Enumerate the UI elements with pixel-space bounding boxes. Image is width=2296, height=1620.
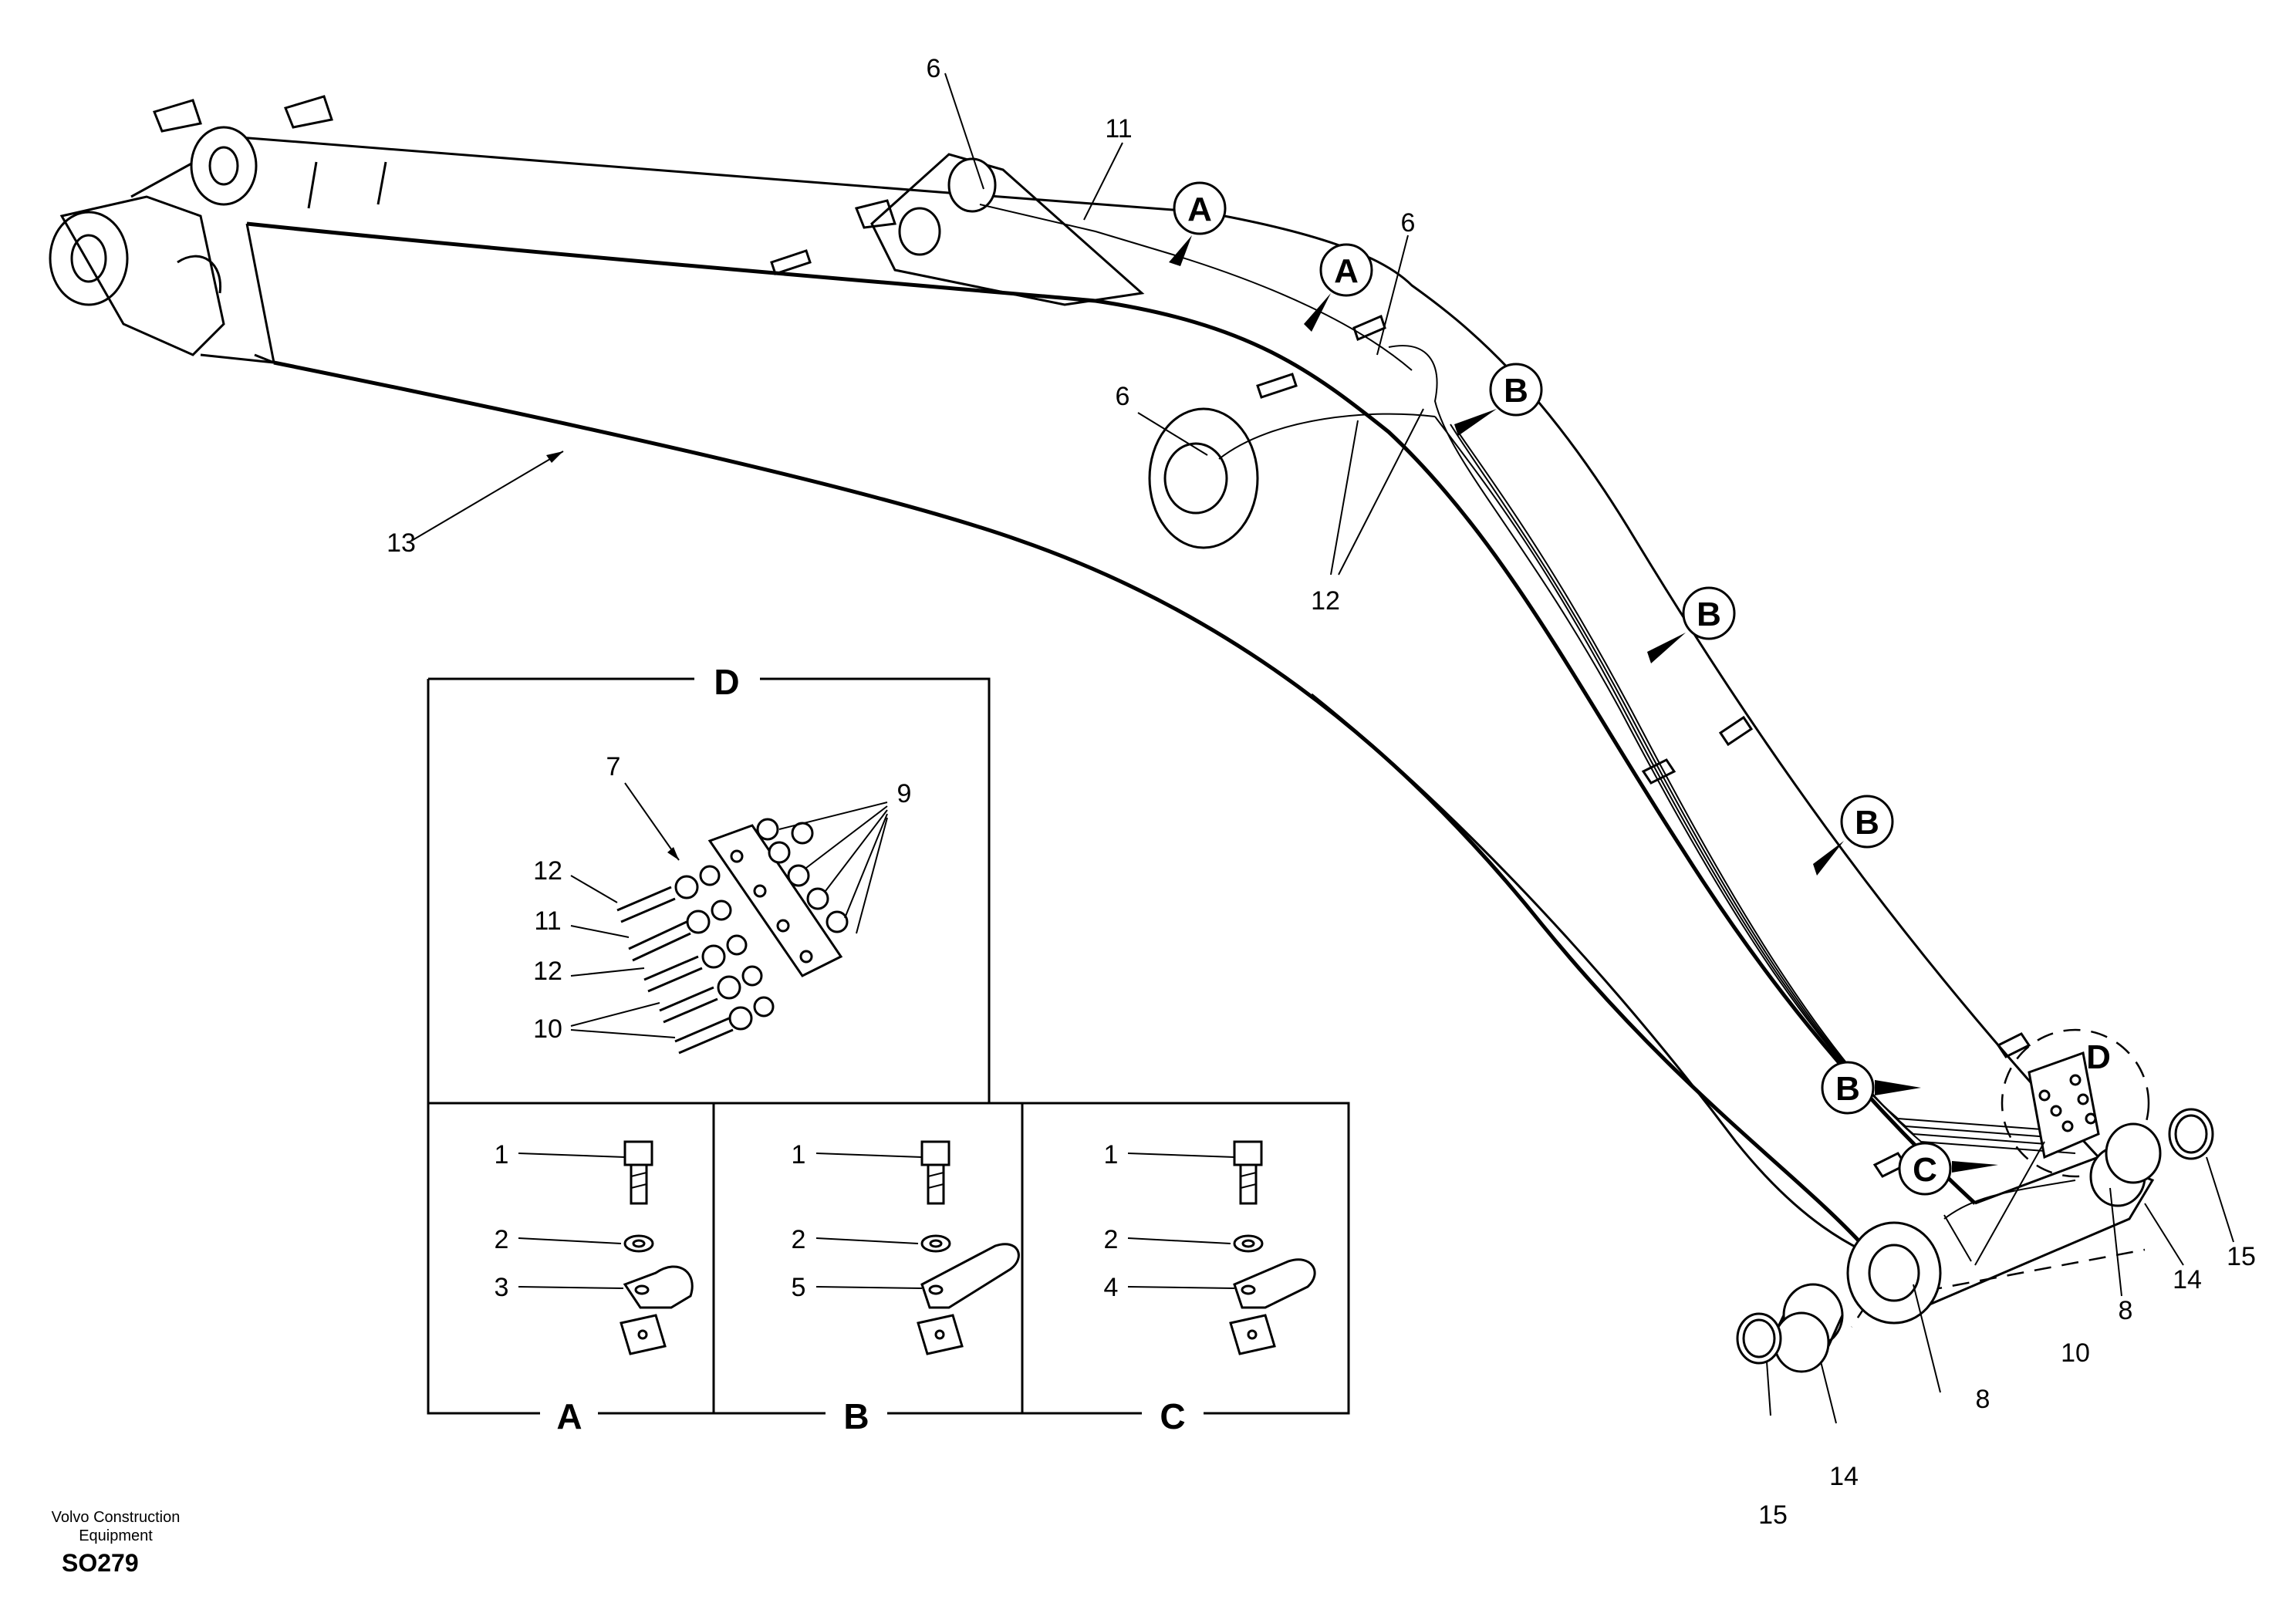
section-marker-b: B — [1647, 586, 1736, 663]
boom-foot-pins — [49, 95, 333, 356]
boom-tabs — [770, 249, 2031, 1178]
callout-13: 13 — [387, 528, 416, 558]
callout-10: 10 — [533, 1014, 562, 1044]
bushing-right — [2089, 1122, 2162, 1207]
callout-12: 12 — [533, 856, 562, 886]
svg-text:C: C — [1913, 1151, 1937, 1189]
section-marker-b: B — [1821, 1061, 1921, 1115]
callout-6: 6 — [1116, 382, 1130, 411]
callout-8: 8 — [2119, 1296, 2133, 1325]
callout-6: 6 — [1401, 208, 1416, 238]
svg-text:C: C — [1160, 1396, 1185, 1436]
callout-12: 12 — [533, 957, 562, 986]
svg-text:B: B — [843, 1396, 869, 1436]
callout-1: 1 — [1104, 1140, 1119, 1169]
svg-text:B: B — [1504, 372, 1528, 410]
callout-1: 1 — [792, 1140, 806, 1169]
hose-fittings — [616, 865, 775, 1055]
footer-company: Volvo Construction Equipment — [51, 1509, 181, 1544]
hydraulic-tubes — [979, 204, 2076, 1220]
callout-4: 4 — [1104, 1273, 1119, 1302]
callout-2: 2 — [1104, 1225, 1119, 1254]
callout-14: 14 — [2173, 1265, 2202, 1294]
seal-ring-right — [2168, 1108, 2214, 1160]
fitting-nuts-9 — [756, 818, 849, 933]
callout-11: 11 — [1105, 114, 1132, 143]
section-marker-d: D — [2086, 1038, 2111, 1076]
svg-text:A: A — [1334, 252, 1359, 290]
callout-6: 6 — [927, 54, 941, 83]
callout-2: 2 — [792, 1225, 806, 1254]
boom-body — [130, 136, 2155, 1328]
seal-ring-left — [1736, 1312, 1782, 1365]
svg-text:B: B — [1855, 804, 1879, 842]
section-marker-a: A — [1169, 181, 1227, 266]
boom-nose-manifold — [2001, 1028, 2150, 1178]
callout-15: 15 — [2227, 1242, 2256, 1271]
callout-9: 9 — [897, 779, 912, 808]
detail-frame-b: B 1 2 5 — [712, 1103, 1024, 1436]
callout-2: 2 — [495, 1225, 509, 1254]
callout-3: 3 — [495, 1273, 509, 1302]
footer-drawing-code: SO279 — [62, 1549, 139, 1577]
svg-text:D: D — [714, 662, 739, 702]
callout-15: 15 — [1758, 1500, 1788, 1530]
detail-frame-c: C 1 2 4 — [428, 1102, 1350, 1436]
callout-10: 10 — [2061, 1338, 2090, 1368]
callout-5: 5 — [792, 1273, 806, 1302]
svg-text:A: A — [556, 1396, 582, 1436]
leader-lines — [412, 73, 2234, 1424]
detail-frame-a: A 1 2 3 — [427, 1103, 715, 1436]
svg-text:A: A — [1187, 191, 1212, 228]
detail-frame-d: D — [427, 662, 991, 1105]
bushing-left — [1773, 1283, 1844, 1373]
svg-text:B: B — [1697, 596, 1721, 633]
callout-14: 14 — [1829, 1462, 1859, 1491]
callout-7: 7 — [606, 752, 621, 781]
svg-text:B: B — [1835, 1070, 1860, 1108]
callout-12: 12 — [1311, 586, 1340, 616]
callout-1: 1 — [495, 1140, 509, 1169]
section-marker-b: B — [1454, 363, 1543, 436]
cylinder-bracket — [854, 153, 1145, 306]
cylinder-mount-plate — [1148, 407, 1259, 549]
callout-11: 11 — [534, 906, 561, 936]
callout-8: 8 — [1976, 1385, 1990, 1414]
svg-text:D: D — [2086, 1038, 2111, 1076]
section-marker-a: A — [1304, 243, 1373, 332]
section-marker-c: C — [1898, 1142, 1998, 1196]
section-marker-b: B — [1813, 795, 1894, 876]
